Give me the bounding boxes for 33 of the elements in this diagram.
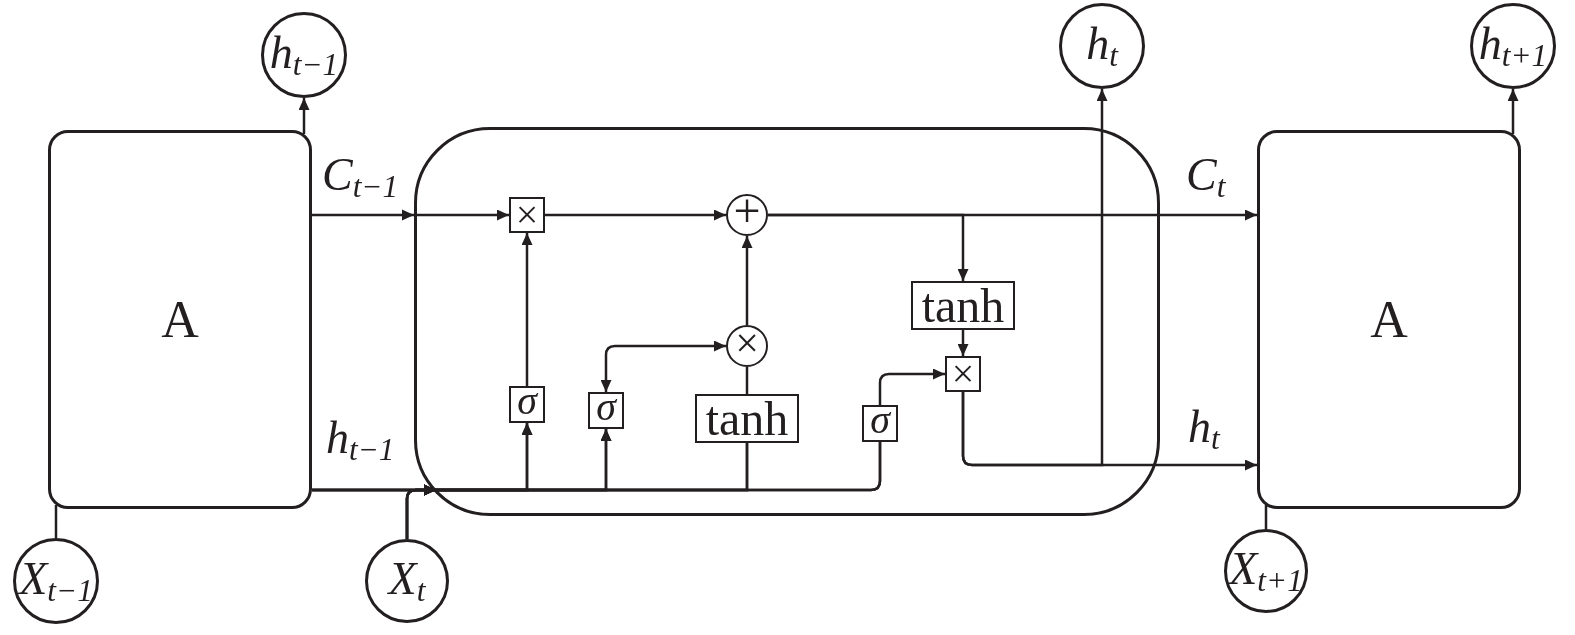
activation-box xyxy=(911,281,1015,330)
module-label: A xyxy=(1370,293,1408,346)
module-box xyxy=(48,130,312,509)
activation-box xyxy=(862,405,898,442)
operator-box xyxy=(509,197,545,233)
edge-label: C$_{t}$ xyxy=(1186,152,1226,203)
activation-label: σ xyxy=(517,386,537,415)
variable-label: h$_{t+1}$ xyxy=(1478,20,1548,72)
module-box xyxy=(1257,130,1521,509)
edge-label: h$_{t−1}$ xyxy=(326,415,395,466)
activation-label: σ xyxy=(596,392,616,421)
operator-symbol: × xyxy=(735,329,759,357)
variable-label: X$_{t−1}$ xyxy=(19,555,93,607)
operator-symbol: × xyxy=(951,360,975,388)
variable-label: X$_{t}$ xyxy=(388,555,426,607)
edge-label: C$_{t−1}$ xyxy=(322,152,399,203)
variable-label: h$_{t−1}$ xyxy=(269,29,339,81)
cell-frame xyxy=(414,127,1160,516)
variable-label: X$_{t+1}$ xyxy=(1229,545,1303,597)
activation-label: σ xyxy=(870,405,890,434)
operator-symbol: + xyxy=(733,197,761,225)
variable-label: h$_{t}$ xyxy=(1086,20,1118,72)
operator-symbol: × xyxy=(515,201,539,229)
operator-circle xyxy=(726,325,768,367)
activation-label: tanh xyxy=(921,285,1005,326)
activation-label: tanh xyxy=(705,398,789,439)
activation-box xyxy=(695,394,799,443)
activation-box xyxy=(588,392,624,429)
operator-circle xyxy=(726,194,768,236)
operator-box xyxy=(945,356,981,392)
edge-label: h$_{t}$ xyxy=(1188,404,1220,455)
module-label: A xyxy=(161,293,199,346)
activation-box xyxy=(509,386,545,423)
